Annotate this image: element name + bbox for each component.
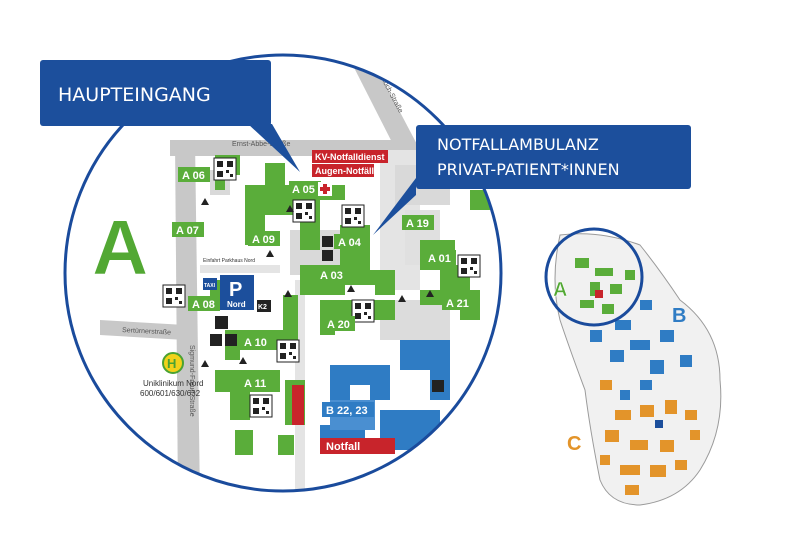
zoom-circle: Notfall Ernst-Abbe-Straße Robert-Koch-St… xyxy=(63,53,503,493)
svg-text:TAXI: TAXI xyxy=(204,283,216,289)
building-a21: A 21 xyxy=(446,298,469,310)
cafe-icon xyxy=(210,334,222,346)
bus-stop-icon xyxy=(162,352,184,374)
svg-text:Augen-Notfälle: Augen-Notfälle xyxy=(315,166,379,176)
building-a04: A 04 xyxy=(338,237,362,249)
cafe-icon xyxy=(322,236,333,247)
zone-c-small-letter: C xyxy=(567,433,581,455)
building-a10: A 10 xyxy=(244,337,267,349)
street-sertuerner: Sertürnerstraße xyxy=(122,327,171,337)
overview-zoom-circle xyxy=(544,227,644,327)
svg-text:KV-Notfalldienst: KV-Notfalldienst xyxy=(315,152,385,162)
street-sigmund-freud: Sigmund-Freud-Straße xyxy=(188,345,195,417)
building-a05: A 05 xyxy=(292,184,315,196)
building-a19: A 19 xyxy=(406,218,429,230)
building-a07: A 07 xyxy=(176,225,199,237)
building-a03: A 03 xyxy=(320,270,343,282)
emergency-cross-icon xyxy=(318,182,332,196)
road-sertuerner xyxy=(100,320,185,340)
bus-stop: H xyxy=(162,352,184,374)
building-labels: A 06 A 05 A 07 A 09 A 04 A 19 A 01 A 03 … xyxy=(172,167,474,417)
wc-icon xyxy=(225,334,237,346)
building-a06: A 06 xyxy=(182,170,205,182)
svg-text:P: P xyxy=(229,279,242,301)
building-a09: A 09 xyxy=(252,234,275,246)
building-a11: A 11 xyxy=(244,378,266,390)
building-b2223: B 22, 23 xyxy=(326,405,368,417)
qr-codes xyxy=(162,157,481,418)
uniklinikum-nord-label: Uniklinikum Nord xyxy=(143,379,203,388)
zone-a-large-letter: A xyxy=(92,203,148,291)
taxi-sign xyxy=(203,278,217,290)
einfahrt-parkhaus-label: Einfahrt Parkhaus Nord xyxy=(203,258,255,264)
augen-notfaelle-sign xyxy=(312,164,374,177)
notfall-sign xyxy=(320,438,395,454)
bus-lines-label: 600/601/630/632 xyxy=(140,389,201,398)
bicycle-icon xyxy=(215,316,228,329)
restaurant-icon xyxy=(322,250,333,261)
notfall-label: Notfall xyxy=(326,441,360,453)
callout-main-entrance-text: HAUPTEINGANG xyxy=(58,84,211,106)
parking-nord-sign: P Nord xyxy=(220,275,254,310)
callout-emergency-line1: NOTFALLAMBULANZ xyxy=(437,135,599,154)
callout-main-entrance: HAUPTEINGANG xyxy=(40,60,300,172)
building-a20: A 20 xyxy=(327,319,350,331)
svg-text:K2: K2 xyxy=(258,304,267,311)
street-ernst-abbe: Ernst-Abbe-Straße xyxy=(232,141,290,148)
zone-b-small-letter: B xyxy=(672,305,686,327)
overview-map xyxy=(544,227,722,506)
k2-sign xyxy=(257,300,271,312)
info-icon xyxy=(432,380,444,392)
callout-emergency-line2: PRIVAT-PATIENT*INNEN xyxy=(437,160,620,179)
zone-a-small-letter: A xyxy=(553,279,567,301)
zoom-circle-outline xyxy=(63,53,503,493)
svg-text:H: H xyxy=(167,356,176,371)
entrance-arrows xyxy=(201,198,434,367)
building-a08: A 08 xyxy=(192,299,215,311)
callout-emergency: NOTFALLAMBULANZ PRIVAT-PATIENT*INNEN xyxy=(373,125,691,235)
svg-text:Nord: Nord xyxy=(227,300,246,309)
building-a01: A 01 xyxy=(428,253,451,265)
kv-notfalldienst-sign xyxy=(312,150,388,163)
